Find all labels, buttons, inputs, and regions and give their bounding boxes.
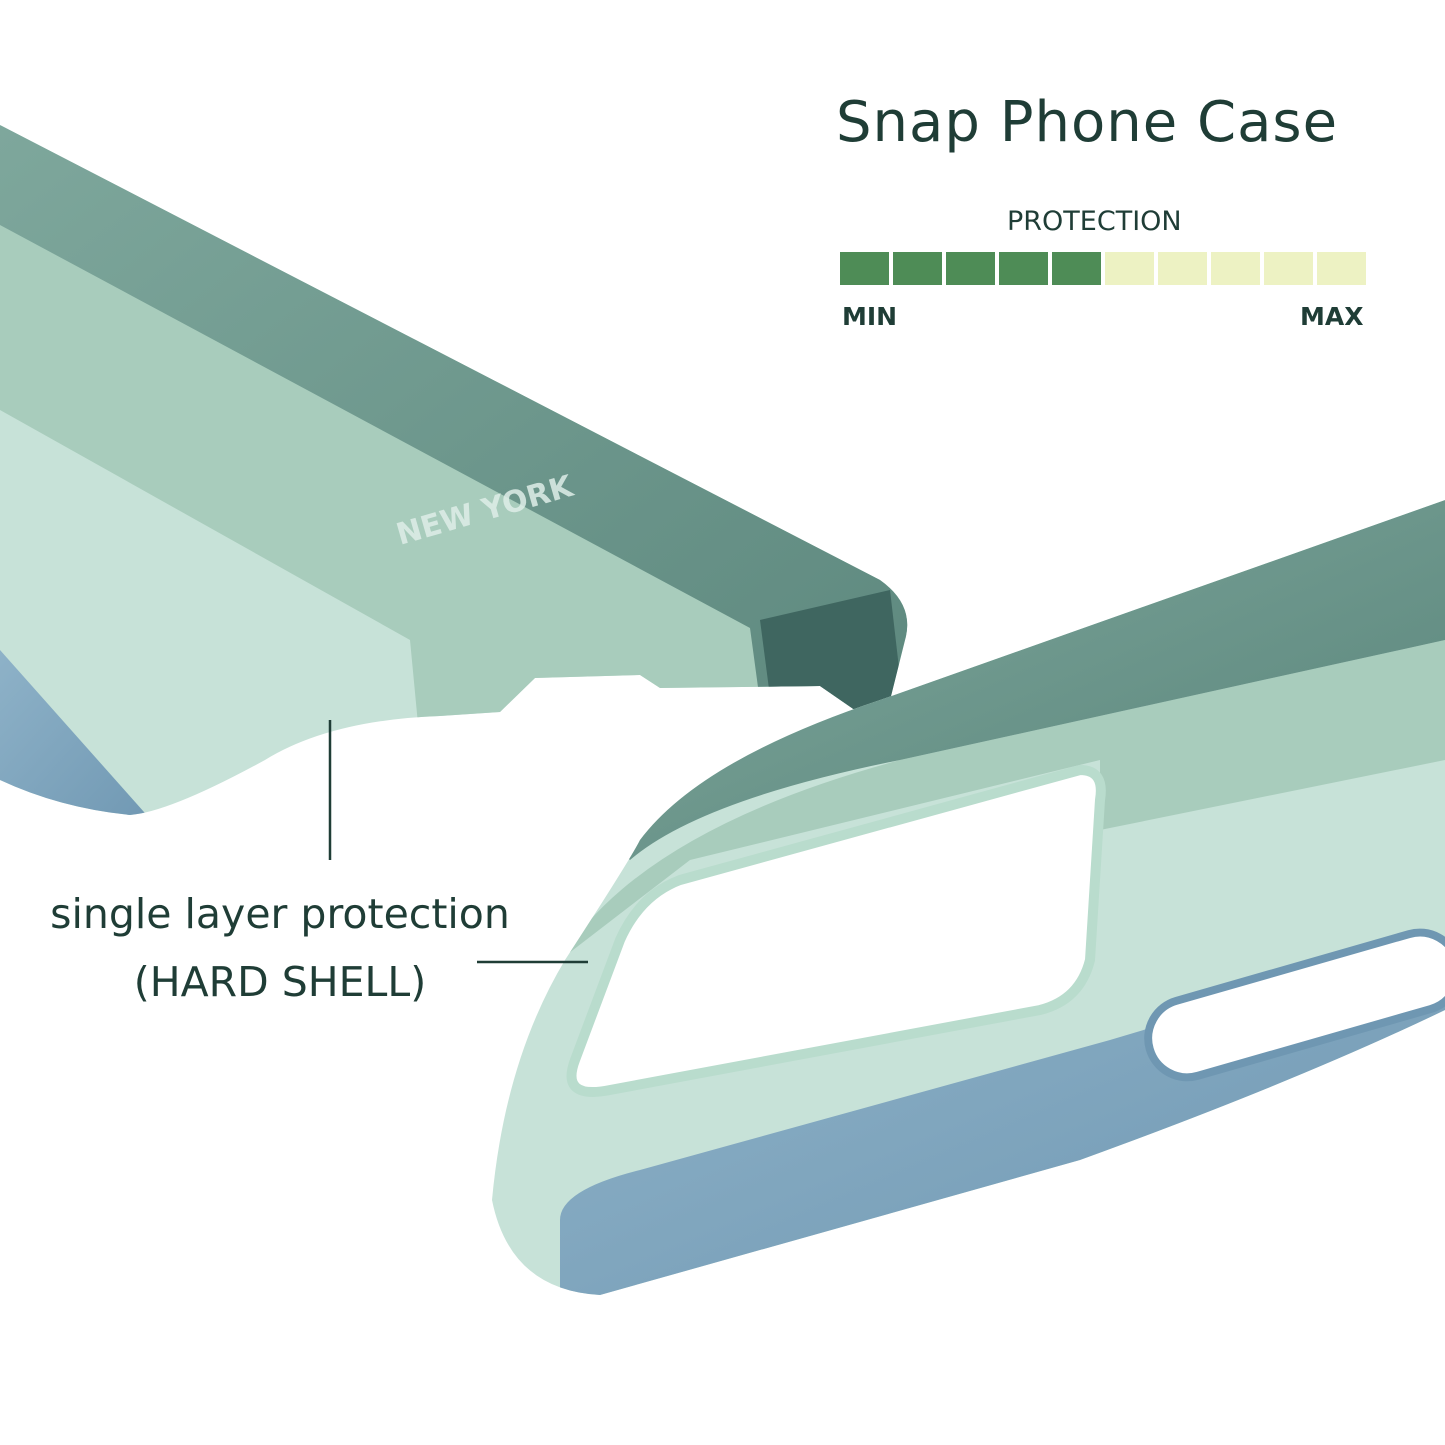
protection-label: PROTECTION (1007, 206, 1182, 237)
callout-line-1: single layer protection (50, 890, 510, 938)
meter-segment-filled (840, 252, 889, 285)
callout-line-2: (HARD SHELL) (133, 958, 427, 1006)
meter-min-label: MIN (842, 302, 898, 331)
meter-segment-filled (1052, 252, 1101, 285)
meter-max-label: MAX (1300, 302, 1364, 331)
meter-segment-empty (1105, 252, 1154, 285)
meter-segment-empty (1317, 252, 1366, 285)
protection-meter (840, 252, 1366, 285)
meter-segment-empty (1211, 252, 1260, 285)
protection-callout: single layer protection (HARD SHELL) (40, 880, 520, 1016)
page-title: Snap Phone Case (836, 90, 1339, 155)
meter-segment-filled (999, 252, 1048, 285)
meter-segment-filled (893, 252, 942, 285)
meter-segment-filled (946, 252, 995, 285)
meter-segment-empty (1158, 252, 1207, 285)
meter-segment-empty (1264, 252, 1313, 285)
